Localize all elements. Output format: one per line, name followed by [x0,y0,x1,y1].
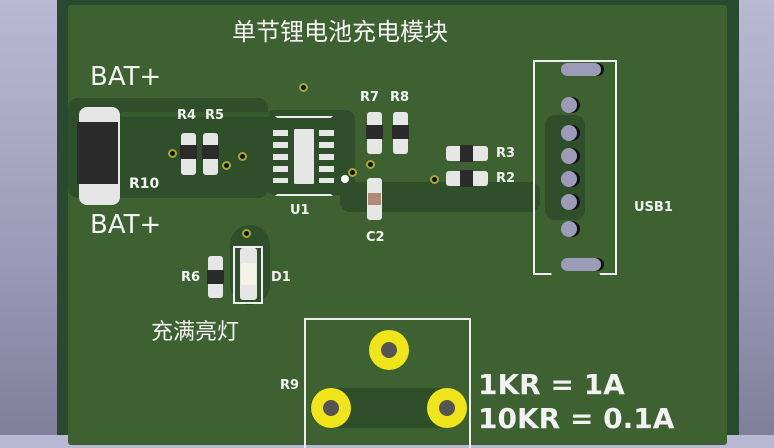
d1-outline [233,246,263,304]
d1-body [241,263,256,285]
via [348,168,357,177]
r8-body [392,125,409,139]
board-title: 单节锂电池充电模块 [232,18,448,46]
label-r6: R6 [181,270,201,285]
usb1-outline [533,60,617,275]
usb1-pad [561,194,577,210]
pin1-marker [341,175,349,183]
r6-body [207,270,224,284]
via [366,160,375,169]
r3-body [460,145,473,162]
via [222,161,231,170]
via [168,149,177,158]
label-c2: C2 [366,230,385,245]
usb1-pad [561,171,577,187]
label-r9: R9 [280,378,300,393]
label-r4: R4 [177,108,197,123]
label-u1: U1 [290,203,310,218]
via [430,175,439,184]
via [242,229,251,238]
usb1-pad [561,221,577,237]
r9-pad [311,388,351,428]
label-r3: R3 [496,146,516,161]
r10-body [77,122,118,184]
usb1-pad [561,148,577,164]
r2-body [460,170,473,187]
label-r8: R8 [390,90,410,105]
trace [120,112,270,117]
label-r7: R7 [360,90,380,105]
label-r5: R5 [205,108,225,123]
label-usb1: USB1 [634,200,673,215]
u1-pins-left [273,130,288,183]
usb1-shield-pad [561,63,601,76]
r7-body [366,125,383,139]
pcb-board [68,5,727,445]
note-1k: 1KR = 1A [478,368,625,401]
c2-body [368,193,381,205]
u1-pins-right [319,130,334,183]
usb1-shield-pad [561,258,601,271]
label-d1: D1 [271,270,291,285]
usb1-pad [561,97,577,113]
u1-thermal-pad [294,129,314,184]
label-led-note: 充满亮灯 [151,320,240,345]
r9-pad [427,388,467,428]
r5-body [202,145,219,159]
label-bat-top: BAT+ [90,62,162,92]
label-r2: R2 [496,171,516,186]
via [238,152,247,161]
r9-outline [304,318,471,448]
u1-outline [275,116,333,196]
label-bat-bottom: BAT+ [90,210,162,240]
label-r10: R10 [129,176,160,192]
via [299,83,308,92]
note-10k: 10KR = 0.1A [478,402,675,435]
r9-pad [369,330,409,370]
r4-body [180,145,197,159]
usb1-pad [561,125,577,141]
